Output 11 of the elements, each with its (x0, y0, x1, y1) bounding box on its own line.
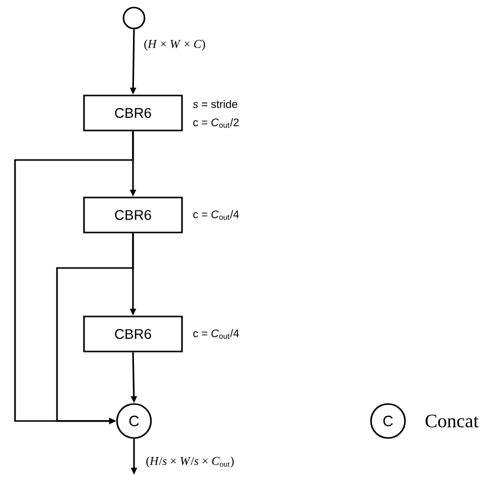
parameter-note: c = C$_{out}$/4 (193, 329, 239, 339)
edge-label: (H/s × W/s × C$_{out}$) (144, 456, 236, 468)
parameter-note: s = stride (192, 100, 238, 108)
parameter-note: c = C$_{out}$/2 (193, 118, 239, 128)
process-box: CBR6 (83, 196, 183, 234)
input-circle (122, 6, 146, 30)
process-box: CBR6 (83, 94, 183, 132)
node-caption: Concat (426, 414, 478, 428)
parameter-note: c = C$_{out}$/4 (193, 210, 239, 220)
process-box: CBR6 (83, 316, 183, 352)
edge-label: (H × W × C) (142, 38, 207, 52)
